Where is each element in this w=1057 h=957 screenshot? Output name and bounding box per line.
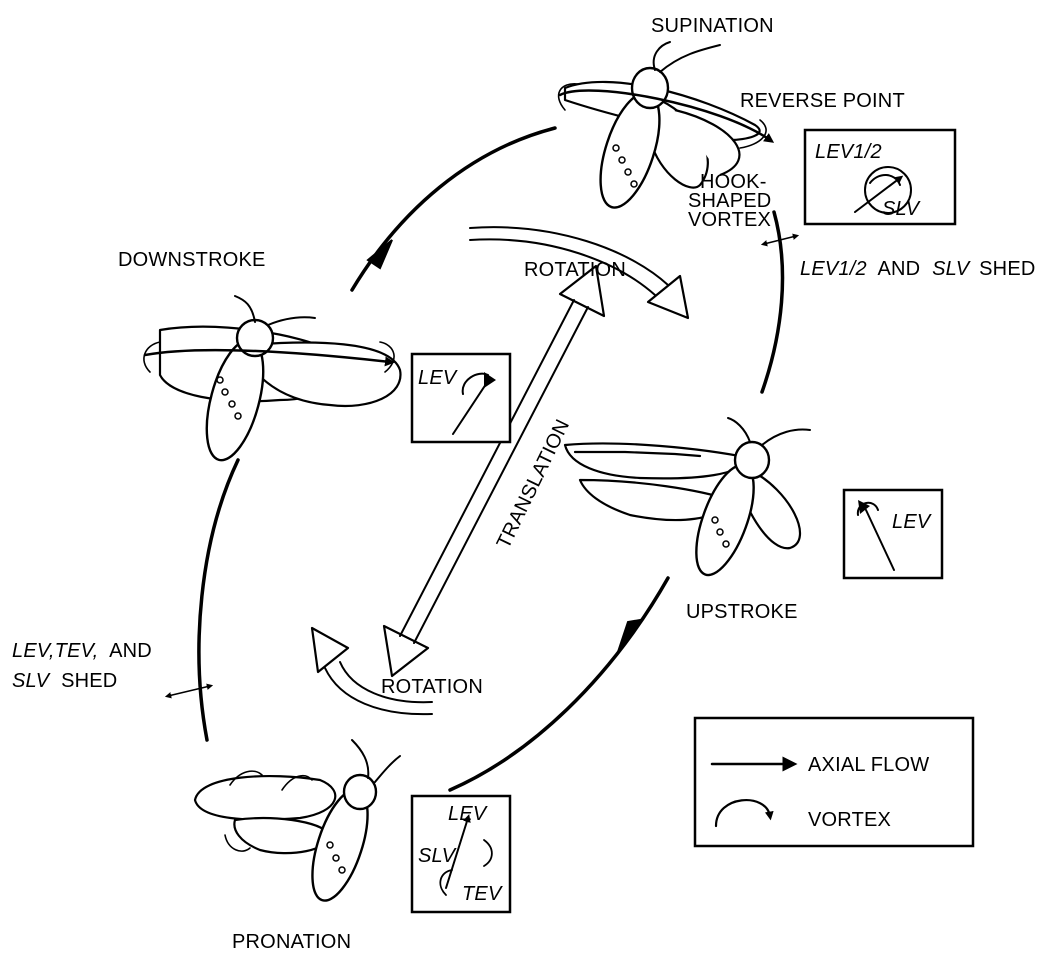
legend-axial-flow-label: AXIAL FLOW [808, 754, 929, 776]
shed-left-lev-tev: LEV,TEV, [12, 640, 98, 662]
label-rotation-top: ROTATION [524, 259, 626, 281]
inset-downstroke-lev-label: LEV [418, 367, 458, 389]
label-hook-line3: VORTEX [688, 209, 771, 231]
insect-downstroke [143, 295, 402, 462]
inset-upstroke: LEV [842, 488, 944, 580]
inset-pronation: LEV SLV TEV [410, 794, 512, 914]
shed-left-shed: SHED [61, 670, 117, 692]
arc-downstroke-arrowhead [366, 239, 393, 270]
inset-supination-slv-label: SLV [882, 198, 921, 220]
rotation-arrow-bottom [310, 626, 433, 716]
inset-supination-lev-label: LEV1/2 [815, 141, 882, 163]
insect-supination [557, 41, 775, 209]
shed-top-and: AND [877, 258, 920, 280]
inset-pronation-slv-label: SLV [418, 845, 457, 867]
arc-upstroke-to-pronation [448, 576, 670, 792]
inset-upstroke-lev-label: LEV [892, 511, 932, 533]
shed-arrow-top [760, 233, 800, 247]
label-hook-line2: SHAPED [688, 190, 771, 212]
shed-top-shed: SHED [979, 258, 1035, 280]
shed-top-lev: LEV1/2 [800, 258, 867, 280]
label-reverse-point: REVERSE POINT [740, 90, 905, 112]
inset-downstroke: LEV [410, 352, 512, 444]
shed-arrow-left [164, 683, 214, 699]
label-upstroke: UPSTROKE [686, 601, 798, 623]
inset-pronation-tev-label: TEV [462, 883, 503, 905]
arc-pronation-to-downstroke [197, 458, 240, 742]
label-downstroke: DOWNSTROKE [118, 249, 266, 271]
shed-left-slv: SLV [12, 670, 51, 692]
shed-top-slv: SLV [932, 258, 971, 280]
legend-vortex-label: VORTEX [808, 809, 891, 831]
translation-arrow [382, 264, 606, 678]
arc-supination-to-upstroke [760, 210, 785, 394]
insect-upstroke [563, 417, 811, 577]
label-hook-line1: HOOK- [700, 171, 767, 193]
label-supination: SUPINATION [651, 15, 774, 37]
insect-pronation [193, 739, 401, 902]
rotation-arrow-top [469, 226, 690, 320]
label-rotation-bottom: ROTATION [381, 676, 483, 698]
inset-supination: LEV1/2 SLV [803, 128, 957, 226]
label-pronation: PRONATION [232, 931, 351, 953]
label-shed-left-line1: LEV,TEV, AND [12, 640, 152, 662]
label-shed-left-line2: SLV SHED [12, 670, 117, 692]
label-shed-top: LEV1/2 AND SLV SHED [800, 258, 1036, 280]
legend: AXIAL FLOW VORTEX [693, 716, 975, 848]
vortex-legend-icon [714, 799, 774, 828]
arc-upstroke-arrowhead [617, 618, 643, 653]
cycle-arcs [197, 126, 785, 792]
inset-pronation-lev-label: LEV [448, 803, 488, 825]
shed-left-and: AND [109, 640, 152, 662]
